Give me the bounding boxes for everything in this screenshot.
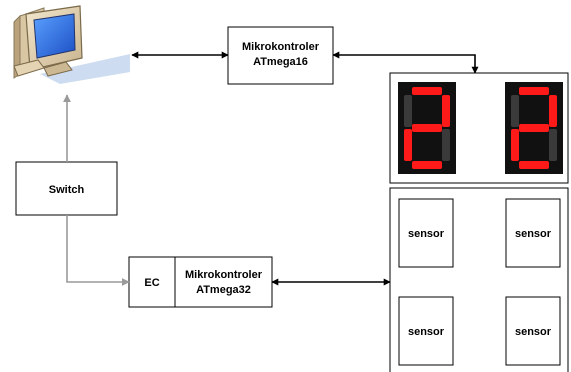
sensor-label: sensor — [408, 228, 445, 240]
segment-b — [442, 95, 450, 127]
connectors — [63, 51, 479, 286]
seven-segment-display-panel — [389, 72, 569, 184]
seven-segment-digit — [398, 82, 456, 174]
ec-mcu-atmega32-node: EC Mikrokontroler ATmega32 — [128, 256, 273, 308]
segment-a — [412, 87, 442, 95]
switch-box — [15, 161, 118, 216]
mcu-atmega32-line1: Mikrokontroler — [185, 269, 263, 281]
sensor-label: sensor — [408, 326, 445, 338]
ec-box — [128, 256, 176, 308]
mcu-atmega16-line1: Mikrokontroler — [242, 41, 320, 53]
segment-d — [412, 161, 442, 169]
sensor-label: sensor — [515, 326, 552, 338]
sensor-label: sensor — [515, 228, 552, 240]
segment-c — [442, 129, 450, 161]
sensor-panel: sensor sensor sensor sensor — [389, 187, 569, 372]
segment-g — [412, 124, 442, 132]
segment-c — [549, 129, 557, 161]
sensor-box — [398, 198, 454, 268]
switch-node: Switch — [15, 161, 118, 216]
segment-e — [511, 129, 519, 161]
segment-d — [519, 161, 549, 169]
segment-f — [404, 95, 412, 127]
mcu-atmega32-box — [174, 256, 273, 308]
sensor-box — [398, 296, 454, 366]
mcu-atmega16-line2: ATmega16 — [253, 56, 308, 68]
display-digits — [398, 82, 563, 174]
segment-b — [549, 95, 557, 127]
mcu-atmega32-line2: ATmega32 — [196, 284, 251, 296]
mcu-atmega16-box — [227, 26, 334, 85]
segment-e — [404, 129, 412, 161]
ec-label: EC — [144, 277, 159, 289]
seven-segment-digit — [505, 82, 563, 174]
desktop-computer-icon — [13, 5, 130, 84]
switch-label: Switch — [49, 184, 85, 196]
sensor-box — [505, 198, 561, 268]
sensor-box — [505, 296, 561, 366]
segment-g — [519, 124, 549, 132]
mcu-atmega16-node: Mikrokontroler ATmega16 — [227, 26, 334, 85]
segment-f — [511, 95, 519, 127]
segment-a — [519, 87, 549, 95]
arrow-atmega16-display — [332, 51, 479, 74]
arrow-switch-ec — [66, 215, 130, 286]
